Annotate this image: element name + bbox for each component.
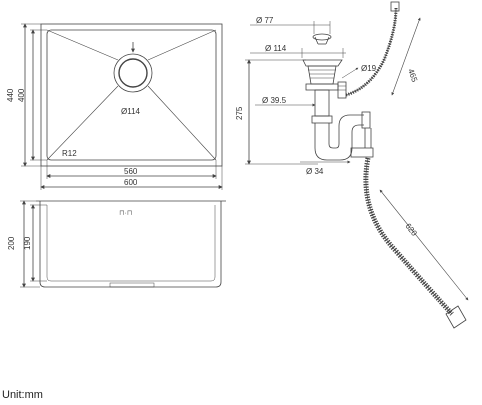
drain-assembly <box>245 1 469 329</box>
outer-width-label: 600 <box>124 178 138 187</box>
overflow-cap <box>390 1 400 12</box>
brand-mark: ⊓·⊓ <box>119 210 132 217</box>
sink-inner-rim <box>46 29 217 161</box>
inner-height-label: 190 <box>23 236 32 250</box>
sink-outer-rim <box>40 23 223 167</box>
overflow-port-label: Ø19 <box>361 64 377 73</box>
top-view <box>21 23 223 190</box>
overflow-hose-dim-line <box>391 17 421 96</box>
outer-depth-label: 440 <box>6 88 15 102</box>
overflow-hose-label: 465 <box>406 68 419 84</box>
inner-width-label: 560 <box>124 167 138 176</box>
p-trap <box>314 123 364 161</box>
drain-stub <box>109 282 155 288</box>
inner-depth-label: 400 <box>17 88 26 102</box>
flange-label: Ø 114 <box>265 44 287 53</box>
drain-hole-outer <box>113 53 153 93</box>
outlet-nut <box>350 147 374 158</box>
strainer-body <box>302 59 343 67</box>
drain-hole-inner <box>118 58 148 88</box>
drain-hose <box>363 157 454 316</box>
overflow-hose <box>345 7 398 97</box>
side-view: ⊓·⊓ <box>20 200 226 288</box>
unit-label: Unit:mm <box>2 389 43 401</box>
side-basin-inner <box>46 205 216 282</box>
drain-diameter-label: Ø114 <box>121 107 141 116</box>
tailpiece <box>314 89 330 117</box>
outlet-label: Ø 34 <box>306 167 324 176</box>
strainer-top-label: Ø 77 <box>256 16 274 25</box>
outer-height-label: 200 <box>7 236 16 250</box>
nut <box>305 83 339 91</box>
tailpiece-label: Ø 39.5 <box>262 96 287 105</box>
basin-slope-lines <box>46 29 217 161</box>
assembly-height-label: 275 <box>235 106 244 120</box>
drain-hose-dim-line <box>379 189 469 301</box>
strainer-cap <box>312 33 332 41</box>
hose-end-fitting <box>445 305 467 329</box>
corner-radius-label: R12 <box>62 149 77 158</box>
